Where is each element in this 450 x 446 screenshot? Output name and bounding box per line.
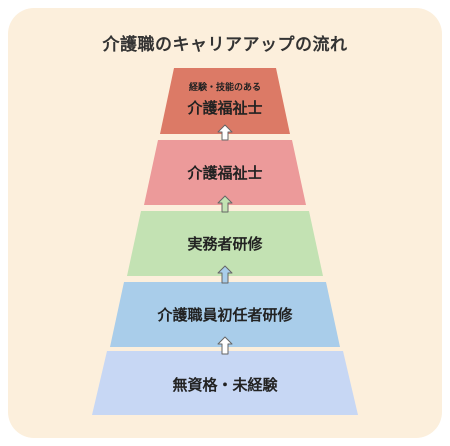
diagram-title: 介護職のキャリアアップの流れ [102,35,348,55]
tier-label: 介護職員初任者研修 [157,306,293,324]
up-arrow-icon [217,265,233,284]
tier-label: 実務者研修 [187,235,263,253]
tier-practical-training [127,211,323,276]
up-arrow-icon [217,195,233,213]
tier-certified-care-worker-experienced [160,68,290,134]
tier-label: 介護福祉士 [187,99,263,117]
tier-initial-training [110,282,340,347]
tier-label: 介護福祉士 [187,164,263,182]
up-arrow-icon [217,124,233,141]
up-arrow-icon [217,336,233,355]
tier-certified-care-worker [144,140,306,205]
tier-sublabel: 経験・技能のある [188,83,261,93]
tier-no-experience [92,351,358,415]
tier-label: 無資格・未経験 [172,376,278,394]
